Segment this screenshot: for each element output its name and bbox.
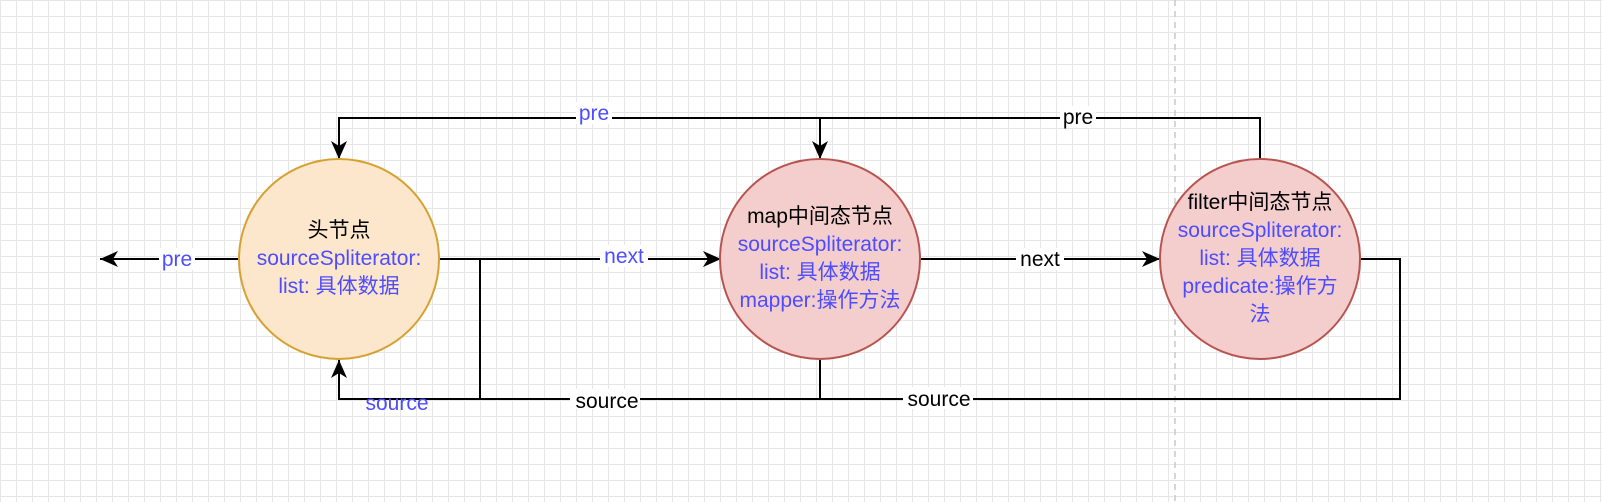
map-node-field-2: list: 具体数据 [759,261,881,284]
head-node: 头节点 sourceSpliterator: list: 具体数据 [239,213,439,305]
label-next-map-to-filter: next [1020,248,1060,271]
label-source-filter: source [907,388,970,411]
map-node-field-1: sourceSpliterator: [737,233,903,256]
filter-node-circle [1159,158,1361,360]
label-pre-head-out: pre [162,248,192,271]
head-node-field-2: list: 具体数据 [278,275,400,298]
edge-source-filter [820,258,1401,400]
filter-node-field-2: list: 具体数据 [1199,247,1321,270]
filter-node-title: filter中间态节点 [1187,191,1333,214]
edge-pre-filter-to-map [812,117,1261,159]
head-node-field-1: sourceSpliterator: [256,247,422,270]
map-node-title: map中间态节点 [747,205,893,228]
label-pre-map-to-head: pre [579,102,609,125]
head-node-circle [238,158,440,360]
filter-node: filter中间态节点 sourceSpliterator: list: 具体数… [1156,186,1364,332]
filter-node-field-3: predicate:操作方 [1182,275,1338,298]
label-next-head-to-map: next [604,245,644,268]
filter-node-field-1: sourceSpliterator: [1177,219,1343,242]
head-node-title: 头节点 [307,219,371,242]
label-source-map: source [575,390,638,413]
label-pre-filter-to-map: pre [1063,106,1093,129]
filter-node-field-4: 法 [1249,303,1271,326]
map-node-circle [719,158,921,360]
map-node-field-3: mapper:操作方法 [739,289,901,312]
map-node: map中间态节点 sourceSpliterator: list: 具体数据 m… [718,200,922,318]
label-source-head: source [365,392,428,415]
edge-pre-map-to-head [331,117,820,159]
